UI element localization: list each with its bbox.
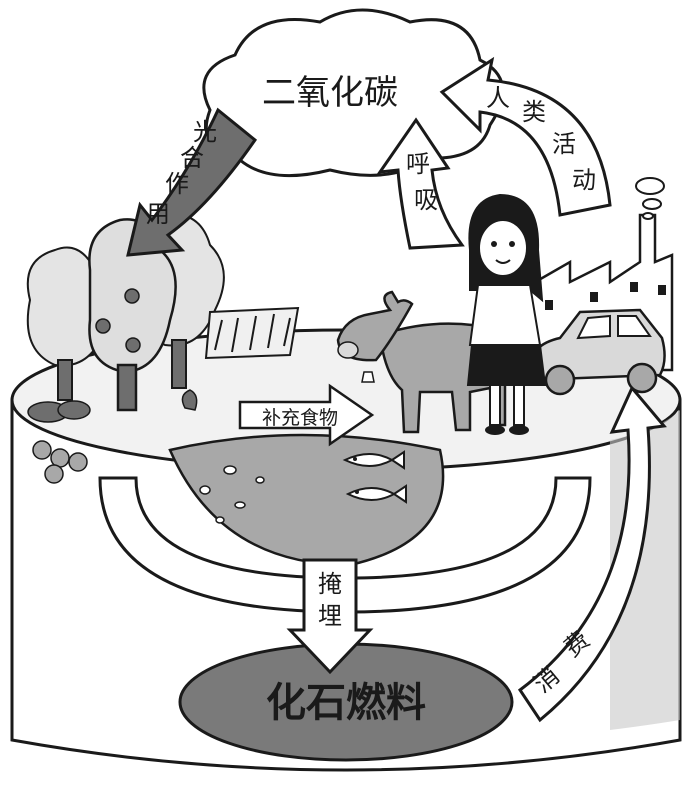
photosynthesis-label-3: 作 (165, 170, 189, 198)
photosynthesis-label-4: 用 (146, 200, 170, 228)
apple-icon (124, 288, 140, 304)
cowbell-icon (361, 371, 375, 383)
pond (168, 433, 445, 567)
fish-icon (342, 450, 405, 470)
apple-icon (95, 318, 111, 334)
co2-cloud: 二氧化碳 (202, 8, 505, 178)
photosynthesis-label-1: 光 (193, 118, 217, 146)
smoke-puff-icon (635, 177, 665, 195)
grass-patch (204, 306, 300, 360)
human-activity-label-1: 人 (486, 84, 510, 112)
photosynthesis-label-2: 合 (180, 144, 204, 172)
wheel-icon (544, 364, 576, 396)
fossil-fuel-label: 化石燃料 (266, 680, 426, 726)
human-activity-arrow: 人 类 活 动 (439, 56, 612, 217)
fish-icon (345, 484, 407, 504)
human-activity-label-3: 活 (552, 130, 576, 158)
burial-label-2: 埋 (318, 602, 342, 630)
burial-label-1: 掩 (318, 570, 342, 598)
food-supply-label: 补充食物 (262, 407, 338, 429)
burial-arrow: 掩 埋 (286, 558, 374, 675)
trees (26, 213, 225, 412)
respiration-label-1: 呼 (406, 150, 430, 178)
girl (466, 193, 547, 435)
fossil-fuel-deposit: 化石燃料 (178, 642, 514, 762)
human-activity-label-4: 动 (572, 166, 596, 194)
food-supply-arrow: 补充食物 (238, 383, 375, 447)
vegetable-plants (27, 389, 198, 484)
photosynthesis-arrow: 光 合 作 用 (126, 107, 258, 257)
apple-icon (125, 337, 141, 353)
wheel-icon (626, 362, 658, 394)
car (528, 308, 666, 396)
burial-u-arrow (98, 476, 592, 614)
respiration-arrow: 呼 吸 (376, 117, 465, 250)
respiration-label-2: 吸 (414, 186, 438, 214)
co2-label: 二氧化碳 (262, 73, 398, 113)
human-activity-label-2: 类 (522, 98, 546, 126)
